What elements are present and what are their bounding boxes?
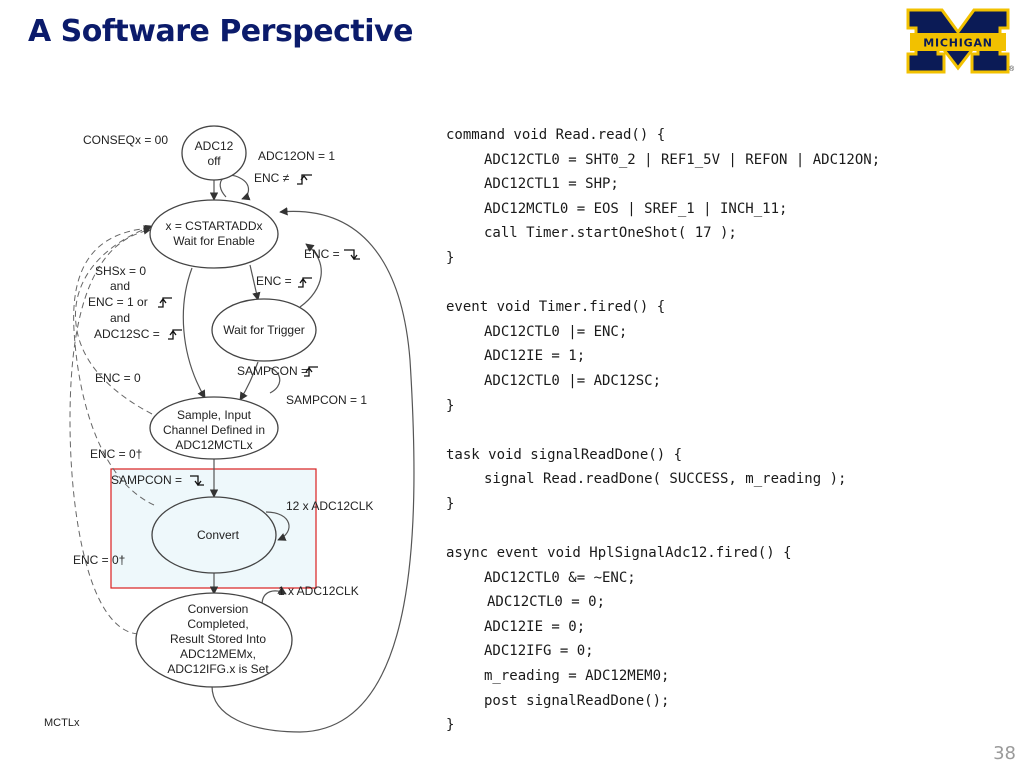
state-completed-line5: ADC12IFG.x is Set xyxy=(167,662,269,676)
code-line: event void Timer.fired() { xyxy=(446,299,666,316)
label-adc12on: ADC12ON = 1 xyxy=(258,149,335,163)
edge-convert-to-enable-dashed xyxy=(73,225,155,506)
rising-edge-icon xyxy=(304,366,318,377)
label-cut-mctlx: MCTLx xyxy=(44,717,80,729)
label-shs-line1: SHSx = 0 xyxy=(95,264,146,278)
code-line: ADC12IFG = 0; xyxy=(484,643,594,660)
code-line: ADC12CTL0 = SHT0_2 | REF1_5V | REFON | A… xyxy=(484,151,881,168)
state-sample-input xyxy=(149,396,279,460)
code-line: ADC12IE = 0; xyxy=(484,618,586,635)
code-line: m_reading = ADC12MEM0; xyxy=(484,668,670,685)
code-blank-line xyxy=(446,271,1006,296)
code-line: ADC12CTL0 |= ENC; xyxy=(484,323,628,340)
state-convert xyxy=(151,496,277,574)
rising-edge-icon xyxy=(158,297,172,308)
state-convert-line1: Convert xyxy=(197,528,240,542)
state-sample-line1: Sample, Input xyxy=(177,408,252,422)
edge-convert-self-loop xyxy=(265,511,290,541)
code-line: ADC12CTL1 = SHP; xyxy=(484,176,619,193)
label-enc-not: ENC ≠ xyxy=(254,171,290,185)
label-enc0-dagger-b: ENC = 0† xyxy=(73,553,125,567)
code-line: call Timer.startOneShot( 17 ); xyxy=(484,225,737,242)
rising-edge-icon xyxy=(168,329,182,340)
rising-edge-icon xyxy=(298,277,312,288)
label-shs-line5: ADC12SC = xyxy=(94,327,160,341)
state-completed-line2: Completed, xyxy=(187,617,248,631)
label-sampcon-a: SAMPCON = xyxy=(237,364,308,378)
page-number: 38 xyxy=(993,743,1016,764)
code-line: ADC12CTL0 &= ~ENC; xyxy=(484,569,636,586)
code-blank-line xyxy=(446,418,1006,443)
edge-enable-to-sample xyxy=(182,267,206,399)
state-completed-line4: ADC12MEMx, xyxy=(180,647,256,661)
label-clk1: 1 x ADC12CLK xyxy=(278,584,359,598)
state-conversion-completed xyxy=(135,592,293,688)
code-line: } xyxy=(446,397,455,414)
edge-enable-self-loop xyxy=(219,174,251,201)
state-sample-line2: Channel Defined in xyxy=(163,423,265,437)
code-blank-line xyxy=(446,517,1006,542)
code-line: } xyxy=(446,495,455,512)
code-line: signal Read.readDone( SUCCESS, m_reading… xyxy=(484,471,847,488)
state-off-line1: ADC12 xyxy=(195,139,234,153)
code-line: ADC12IE = 1; xyxy=(484,348,586,365)
code-line: } xyxy=(446,249,455,266)
trademark-symbol: ® xyxy=(1009,66,1015,73)
edge-sample-to-enable-dashed xyxy=(74,225,153,415)
state-adc12-off xyxy=(181,125,247,181)
label-enc-eq-b: ENC = xyxy=(256,274,292,288)
state-completed-line3: Result Stored Into xyxy=(170,632,266,646)
state-trigger-line1: Wait for Trigger xyxy=(223,323,305,337)
edge-enable-to-trigger xyxy=(249,264,261,301)
state-completed-line1: Conversion xyxy=(188,602,249,616)
block-m-icon xyxy=(906,8,1010,74)
code-line: command void Read.read() { xyxy=(446,127,666,143)
code-line: async event void HplSignalAdc12.fired() … xyxy=(446,545,792,562)
label-enc0: ENC = 0 xyxy=(95,371,141,385)
code-line: post signalReadDone(); xyxy=(484,692,670,709)
label-sampcon-1: SAMPCON = 1 xyxy=(286,393,367,407)
logo-wordmark: MICHIGAN xyxy=(923,37,993,50)
label-conseq: CONSEQx = 00 xyxy=(83,133,168,147)
state-enable-line1: x = CSTARTADDx xyxy=(165,219,262,233)
code-line: ADC12MCTL0 = EOS | SREF_1 | INCH_11; xyxy=(484,200,788,217)
edge-completed-to-enable xyxy=(211,207,415,733)
label-shs-line3: ENC = 1 or xyxy=(88,295,148,309)
code-line: task void signalReadDone() { xyxy=(446,446,683,463)
label-shs-line2: and xyxy=(110,279,130,293)
state-wait-for-trigger xyxy=(211,298,317,362)
edge-trigger-to-sample xyxy=(239,361,259,401)
state-off-line2: off xyxy=(207,154,221,168)
slide-title: A Software Perspective xyxy=(28,14,413,49)
code-line: ADC12CTL0 |= ADC12SC; xyxy=(484,372,662,389)
label-clk12: 12 x ADC12CLK xyxy=(286,499,373,513)
state-enable-line2: Wait for Enable xyxy=(173,234,255,248)
label-shs-line4: and xyxy=(110,311,130,325)
adc12-state-diagram: ADC12 off x = CSTARTADDx Wait for Enable… xyxy=(44,125,415,733)
michigan-logo: MICHIGAN ® xyxy=(906,8,1014,74)
falling-edge-icon xyxy=(344,249,360,260)
nesc-code-block: command void Read.read() { ADC12CTL0 = S… xyxy=(446,123,1006,738)
edge-completed-self-loop xyxy=(261,586,287,606)
falling-edge-icon xyxy=(190,475,204,486)
label-sampcon-b: SAMPCON = xyxy=(111,473,182,487)
state-sample-line3: ADC12MCTLx xyxy=(175,438,252,452)
code-line: } xyxy=(446,717,455,734)
code-line: ADC12CTL0 = 0; xyxy=(487,594,606,611)
state-wait-for-enable xyxy=(149,199,279,269)
label-enc0-dagger-a: ENC = 0† xyxy=(90,447,142,461)
label-enc-eq-a: ENC = xyxy=(304,247,340,261)
edge-trigger-to-enable xyxy=(299,243,322,308)
